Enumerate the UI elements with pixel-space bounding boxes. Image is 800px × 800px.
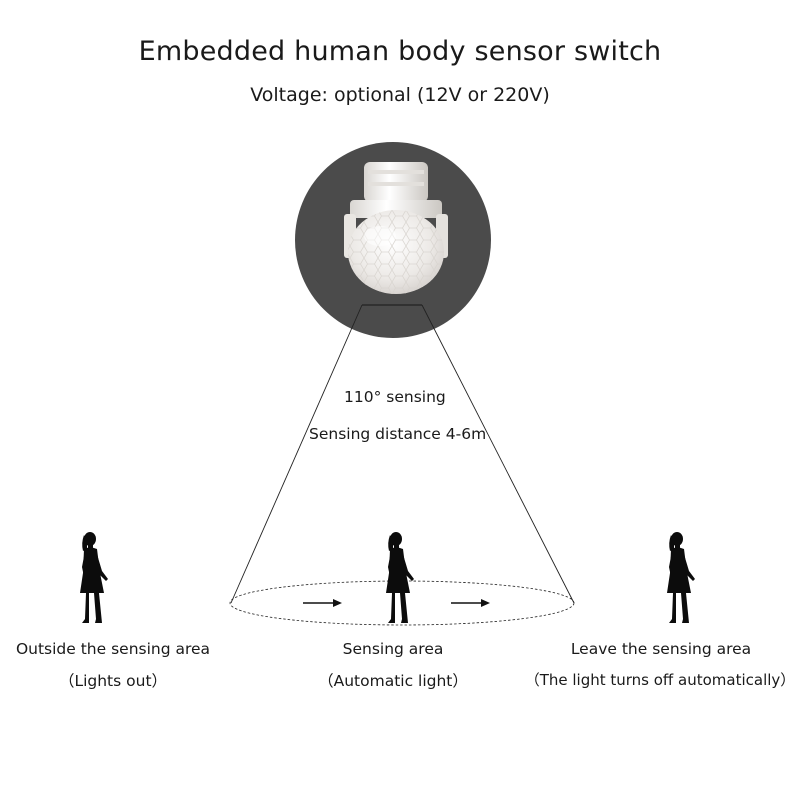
sensor-photo — [295, 142, 491, 338]
arrow-right-icon — [451, 599, 490, 607]
page-title: Embedded human body sensor switch — [138, 36, 662, 67]
cone-left-edge — [230, 304, 363, 604]
zone-leave-label: Leave the sensing area — [570, 640, 752, 658]
motion-arrows — [303, 599, 490, 607]
arrow-right-icon — [303, 599, 342, 607]
person-silhouette-outside — [80, 532, 108, 623]
cone-right-edge — [421, 304, 575, 604]
zone-outside-label: Outside the sensing area — [15, 640, 211, 658]
sensing-cone — [229, 304, 575, 626]
sensor-flange — [350, 200, 442, 218]
zone-leave-note: （The light turns off automatically） — [524, 671, 796, 689]
zone-sensing-label: Sensing area — [342, 640, 444, 658]
zone-outside-note: （Lights out） — [58, 672, 168, 690]
sensing-distance-label: Sensing distance 4-6m — [309, 425, 487, 443]
person-silhouette-leaving — [667, 532, 695, 623]
zone-sensing-note: （Automatic light） — [318, 672, 468, 690]
person-silhouette-sensing — [386, 532, 414, 623]
page-subtitle: Voltage: optional (12V or 220V) — [250, 84, 550, 106]
sensing-angle-label: 110° sensing — [344, 388, 446, 406]
